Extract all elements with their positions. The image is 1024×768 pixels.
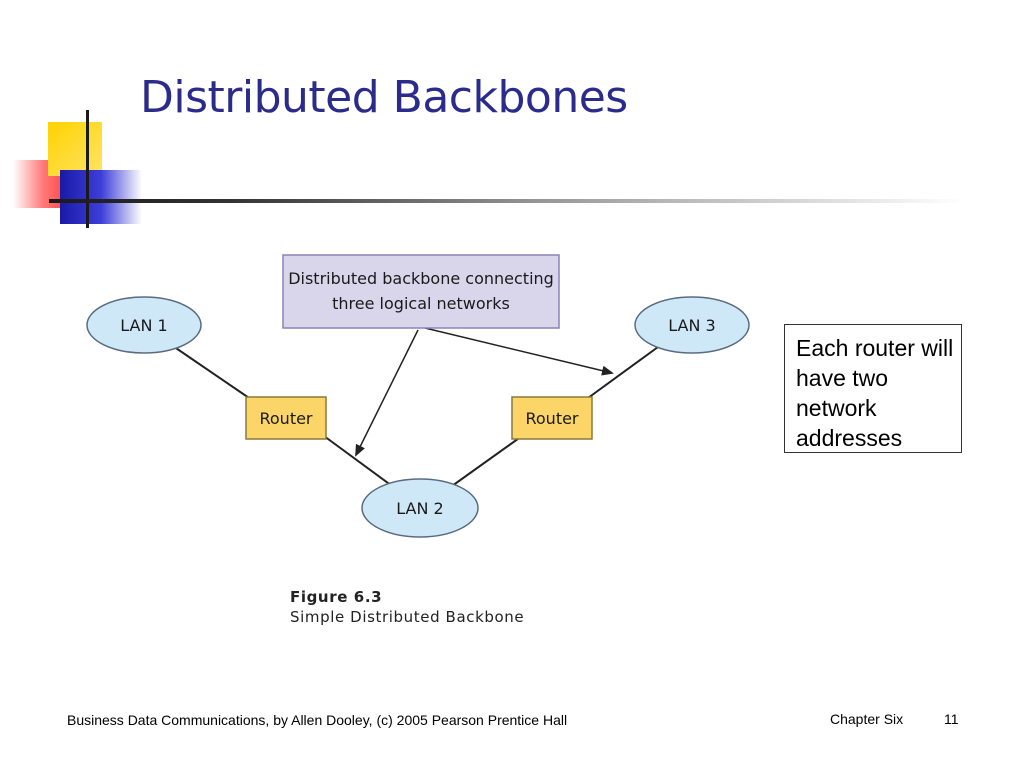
lan1-node [86, 296, 202, 354]
lan2-node [361, 478, 479, 538]
link-router-right-lan3 [587, 346, 659, 399]
arrow-to-lan3-link [424, 327, 614, 376]
callout-line-1: Distributed backbone connecting [288, 269, 554, 288]
callout-line-2: three logical networks [332, 294, 510, 313]
title-underline [49, 199, 964, 203]
router-right-node [511, 396, 593, 440]
link-router-left-lan2 [323, 435, 393, 487]
slide-title: Distributed Backbones [140, 72, 628, 123]
footer-chapter: Chapter Six [830, 711, 904, 727]
arrow-to-lan2-link [355, 329, 419, 457]
lan3-label: LAN 3 [668, 316, 715, 335]
decor-yellow-square [48, 122, 102, 176]
router-left-node [245, 396, 327, 440]
footer-page-number: 11 [944, 711, 959, 727]
lan1-label: LAN 1 [120, 316, 167, 335]
lan2-label: LAN 2 [396, 499, 443, 518]
router-right-label: Router [525, 409, 578, 428]
figure-number: Figure 6.3 [290, 588, 383, 606]
router-note-box: Each router will have two network addres… [784, 324, 962, 453]
decor-vertical-line [86, 110, 89, 228]
figure-caption: Figure 6.3 Simple Distributed Backbone [290, 587, 524, 627]
decor-blue-square [60, 170, 142, 224]
callout-box [282, 254, 560, 329]
footer-source: Business Data Communications, by Allen D… [67, 712, 568, 728]
lan3-node [634, 296, 750, 354]
link-lan1-router-left [169, 343, 253, 401]
figure-title: Simple Distributed Backbone [290, 608, 525, 626]
router-left-label: Router [259, 409, 312, 428]
link-lan2-router-right [451, 435, 523, 487]
